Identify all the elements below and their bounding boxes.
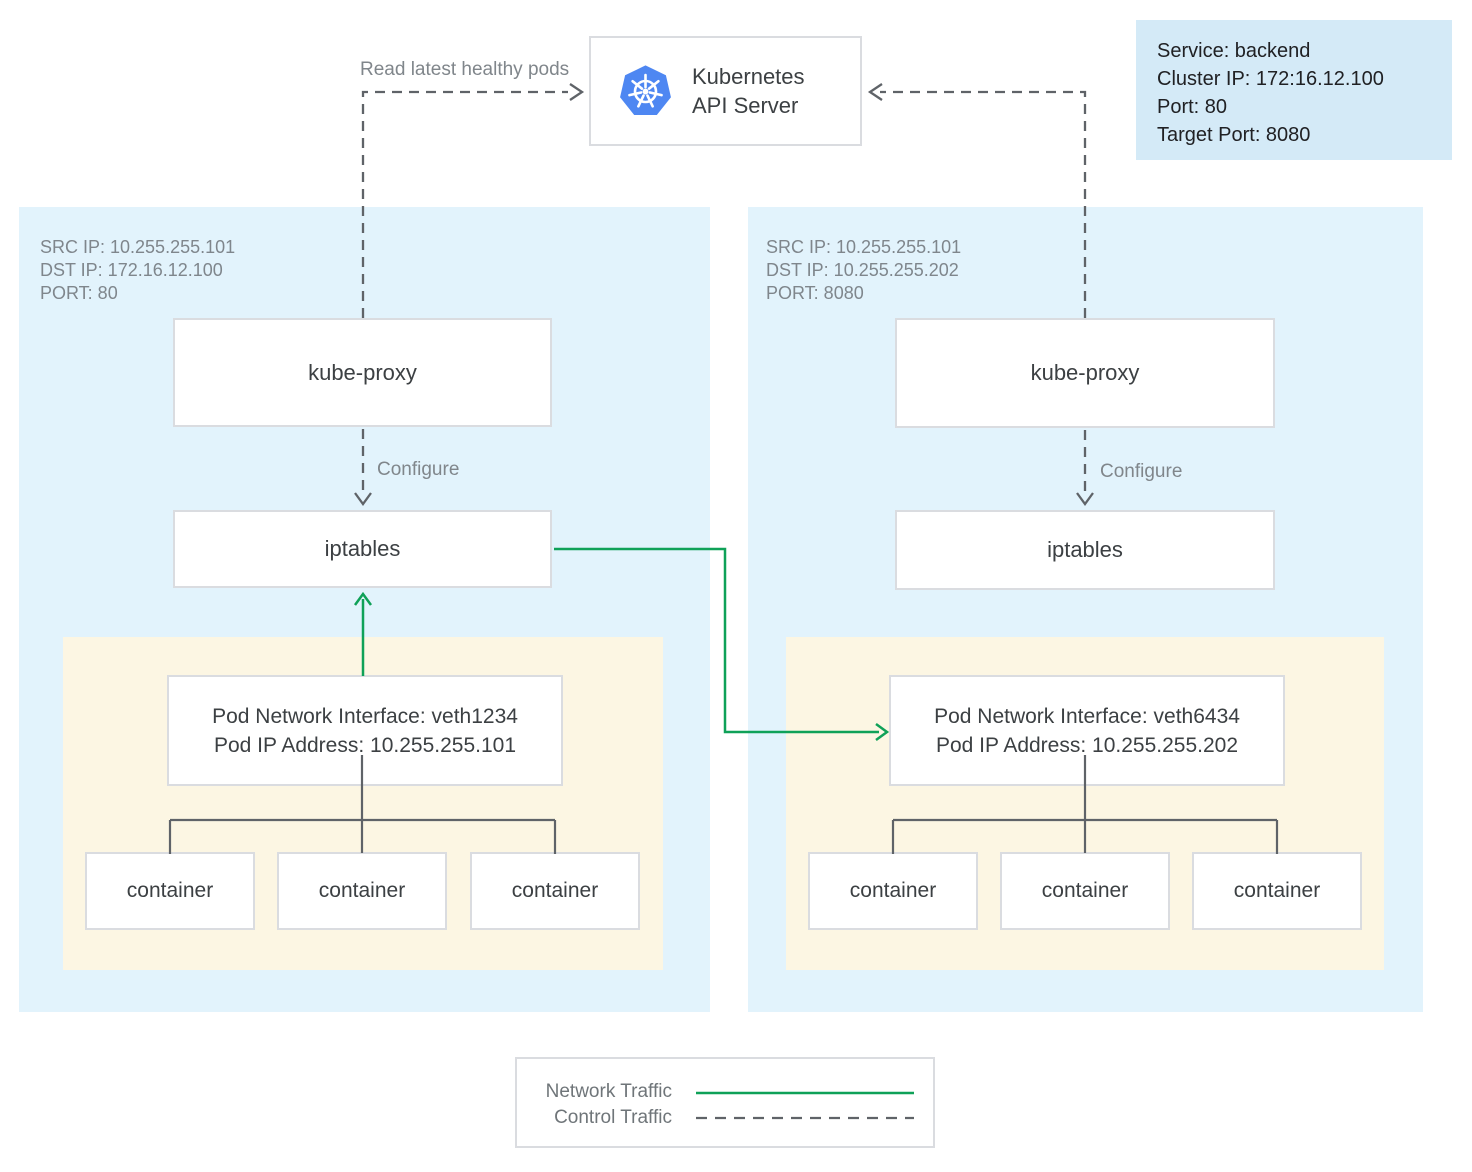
iptables-box-left: iptables bbox=[173, 510, 552, 588]
service-target-port: Target Port: 8080 bbox=[1157, 124, 1311, 146]
configure-label-right: Configure bbox=[1100, 461, 1183, 482]
container-box: container bbox=[277, 852, 447, 930]
kubernetes-logo-icon bbox=[617, 62, 674, 121]
legend-control-traffic-label: Control Traffic bbox=[554, 1107, 672, 1128]
container-box: container bbox=[1192, 852, 1362, 930]
service-info-card: Service: backend Cluster IP: 172:16.12.1… bbox=[1136, 20, 1452, 160]
service-cluster-ip: Cluster IP: 172:16.12.100 bbox=[1157, 68, 1384, 90]
arrowhead-into-api-right bbox=[867, 83, 883, 101]
api-server-title-line1: Kubernetes bbox=[692, 64, 805, 89]
api-server-title: Kubernetes API Server bbox=[692, 62, 805, 120]
dst-ip-left: DST IP: 172.16.12.100 bbox=[40, 260, 223, 280]
port-right: PORT: 8080 bbox=[766, 283, 864, 303]
container-box: container bbox=[1000, 852, 1170, 930]
configure-label-left: Configure bbox=[377, 459, 460, 480]
dst-ip-right: DST IP: 10.255.255.202 bbox=[766, 260, 959, 280]
pod-ip-right: Pod IP Address: 10.255.255.202 bbox=[935, 733, 1239, 757]
container-box: container bbox=[470, 852, 640, 930]
legend-network-traffic-label: Network Traffic bbox=[545, 1081, 672, 1102]
container-box: container bbox=[85, 852, 255, 930]
pod-network-interface-box-left: Pod Network Interface: veth1234 Pod IP A… bbox=[167, 675, 563, 786]
port-left: PORT: 80 bbox=[40, 283, 118, 303]
api-server-box: Kubernetes API Server bbox=[589, 36, 862, 146]
service-port: Port: 80 bbox=[1157, 96, 1228, 118]
api-server-title-line2: API Server bbox=[692, 93, 799, 118]
read-latest-healthy-pods-label: Read latest healthy pods bbox=[360, 59, 570, 80]
packet-meta-left: SRC IP: 10.255.255.101 DST IP: 172.16.12… bbox=[40, 236, 235, 305]
service-name: Service: backend bbox=[1157, 40, 1311, 62]
pod-network-interface-box-right: Pod Network Interface: veth6434 Pod IP A… bbox=[889, 675, 1285, 786]
src-ip-left: SRC IP: 10.255.255.101 bbox=[40, 237, 236, 257]
pod-interface-right: Pod Network Interface: veth6434 bbox=[934, 704, 1240, 728]
src-ip-right: SRC IP: 10.255.255.101 bbox=[766, 237, 962, 257]
arrowhead-into-api-left bbox=[569, 83, 585, 101]
kube-proxy-box-right: kube-proxy bbox=[895, 318, 1275, 428]
packet-meta-right: SRC IP: 10.255.255.101 DST IP: 10.255.25… bbox=[766, 236, 961, 305]
pod-ip-left: Pod IP Address: 10.255.255.101 bbox=[213, 733, 517, 757]
pod-interface-left: Pod Network Interface: veth1234 bbox=[212, 704, 518, 728]
kube-proxy-box-left: kube-proxy bbox=[173, 318, 552, 427]
container-box: container bbox=[808, 852, 978, 930]
legend-box bbox=[515, 1057, 935, 1148]
iptables-box-right: iptables bbox=[895, 510, 1275, 590]
